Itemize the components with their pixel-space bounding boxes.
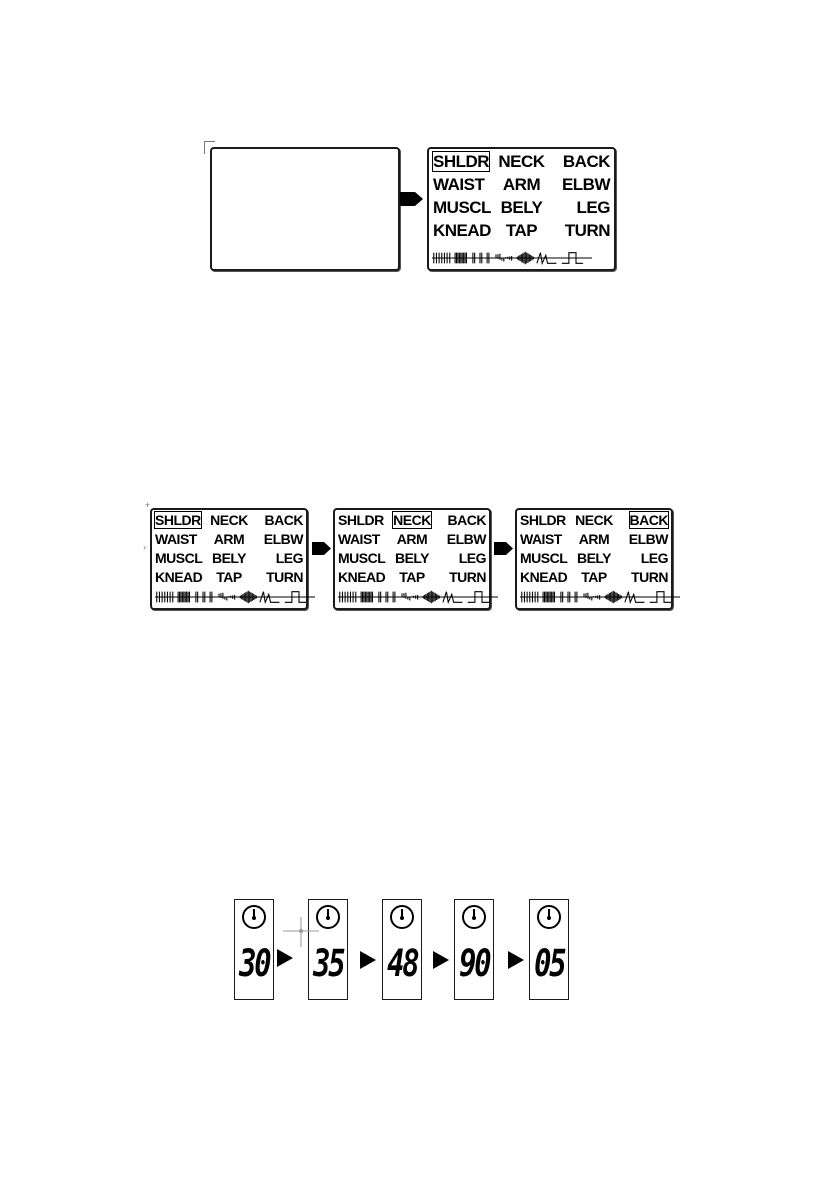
timer-value: 48	[387, 942, 419, 985]
menu-item-muscle: MUSCL	[338, 550, 386, 566]
menu-item-neck: NECK	[387, 511, 436, 529]
right-arrow-icon	[494, 542, 513, 555]
menu-item-back: BACK	[619, 511, 669, 529]
clock-icon	[537, 905, 561, 929]
menu-item-back: BACK	[562, 152, 611, 171]
menu-item-arm: ARM	[396, 531, 428, 547]
right-arrow-icon	[433, 951, 449, 969]
menu-item-waist: WAIST	[433, 175, 485, 194]
menu-item-knead: KNEAD	[338, 569, 386, 585]
menu-grid: SHLDR NECK BACK WAIST ARM ELBW MUSCL BEL…	[431, 151, 611, 240]
registration-mark: +	[145, 500, 151, 510]
menu-item-neck: NECK	[575, 512, 613, 528]
clock-icon	[462, 905, 486, 929]
menu-item-muscle: MUSCL	[155, 550, 203, 566]
right-arrow-icon	[360, 951, 376, 969]
menu-item-muscle: MUSCL	[520, 550, 568, 566]
menu-item-knead: KNEAD	[433, 221, 491, 240]
menu-item-tap: TAP	[581, 569, 607, 585]
selected-item: BACK	[628, 511, 669, 529]
menu-item-knead: KNEAD	[520, 569, 568, 585]
blank-lcd-screen	[210, 147, 400, 271]
menu-lcd-screen: SHLDR NECK BACK WAIST ARM ELBW MUSCL BEL…	[427, 147, 616, 271]
menu-item-turn: TURN	[631, 569, 668, 585]
menu-item-elbow: ELBW	[628, 531, 669, 547]
clock-icon	[242, 905, 266, 929]
menu-item-elbow: ELBW	[263, 531, 304, 547]
right-arrow-icon	[312, 542, 331, 555]
menu-item-muscle: MUSCL	[433, 198, 491, 217]
menu-item-elbow: ELBW	[561, 175, 611, 194]
right-arrow-icon	[400, 192, 423, 206]
menu-item-shoulder: SHLDR	[520, 512, 566, 528]
waveform-trace	[432, 251, 592, 266]
menu-item-arm: ARM	[502, 175, 541, 194]
menu-item-arm: ARM	[578, 531, 610, 547]
menu-item-arm: ARM	[213, 531, 245, 547]
menu-item-knead: KNEAD	[155, 569, 203, 585]
sequence-screen-1: SHLDR NECK BACK WAIST ARM ELBW MUSCL BEL…	[150, 508, 315, 610]
massage-waveform-icon	[432, 251, 592, 266]
timer-value: 30	[239, 942, 271, 985]
menu-item-leg: LEG	[458, 550, 487, 566]
clock-icon	[316, 905, 340, 929]
menu-item-waist: WAIST	[520, 531, 562, 547]
selected-item: SHLDR	[431, 151, 491, 172]
timer-display: 05	[529, 899, 569, 1000]
menu-item-leg: LEG	[275, 550, 304, 566]
selected-item: NECK	[392, 511, 432, 529]
timer-display: 48	[382, 899, 422, 1000]
timer-display: 35	[308, 899, 348, 1000]
menu-item-back: BACK	[264, 512, 304, 528]
menu-item-shoulder: SHLDR	[154, 511, 204, 529]
timer-value: 90	[459, 942, 491, 985]
sequence-screen-2: SHLDR NECK BACK WAIST ARM ELBW MUSCL BEL…	[333, 508, 498, 610]
menu-item-belly: BELY	[576, 550, 612, 566]
menu-item-shoulder: SHLDR	[431, 151, 492, 172]
right-arrow-icon	[508, 951, 524, 969]
menu-item-tap: TAP	[505, 221, 538, 240]
menu-item-elbow: ELBW	[446, 531, 487, 547]
registration-mark	[204, 141, 215, 154]
menu-item-waist: WAIST	[338, 531, 380, 547]
menu-grid: SHLDR NECK BACK WAIST ARM ELBW MUSCL BEL…	[154, 511, 304, 585]
menu-item-turn: TURN	[564, 221, 611, 240]
menu-item-back: BACK	[447, 512, 487, 528]
menu-grid: SHLDR NECK BACK WAIST ARM ELBW MUSCL BEL…	[338, 511, 487, 585]
crosshair-mark	[283, 917, 319, 947]
menu-grid: SHLDR NECK BACK WAIST ARM ELBW MUSCL BEL…	[520, 511, 669, 585]
timer-value: 35	[313, 942, 345, 985]
menu-item-belly: BELY	[394, 550, 430, 566]
massage-waveform-icon	[520, 590, 680, 605]
sequence-screen-3: SHLDR NECK BACK WAIST ARM ELBW MUSCL BEL…	[515, 508, 680, 610]
massage-waveform-icon	[155, 590, 315, 605]
right-arrow-icon	[277, 949, 293, 967]
menu-item-turn: TURN	[266, 569, 303, 585]
timer-value: 05	[534, 942, 566, 985]
menu-item-tap: TAP	[216, 569, 242, 585]
selected-item: SHLDR	[154, 511, 202, 529]
timer-display: 90	[454, 899, 494, 1000]
timer-display: 30	[234, 899, 274, 1000]
menu-item-belly: BELY	[500, 198, 543, 217]
menu-item-neck: NECK	[210, 512, 248, 528]
menu-item-shoulder: SHLDR	[338, 512, 384, 528]
menu-item-leg: LEG	[576, 198, 611, 217]
registration-mark: ›	[143, 542, 146, 552]
massage-waveform-icon	[338, 590, 498, 605]
menu-item-turn: TURN	[449, 569, 486, 585]
clock-icon	[390, 905, 414, 929]
menu-item-belly: BELY	[211, 550, 247, 566]
waveform-trace	[155, 590, 315, 605]
waveform-trace	[338, 590, 498, 605]
menu-item-leg: LEG	[640, 550, 669, 566]
waveform-trace	[520, 590, 680, 605]
menu-item-waist: WAIST	[155, 531, 197, 547]
menu-item-neck: NECK	[498, 152, 545, 171]
menu-item-tap: TAP	[399, 569, 425, 585]
